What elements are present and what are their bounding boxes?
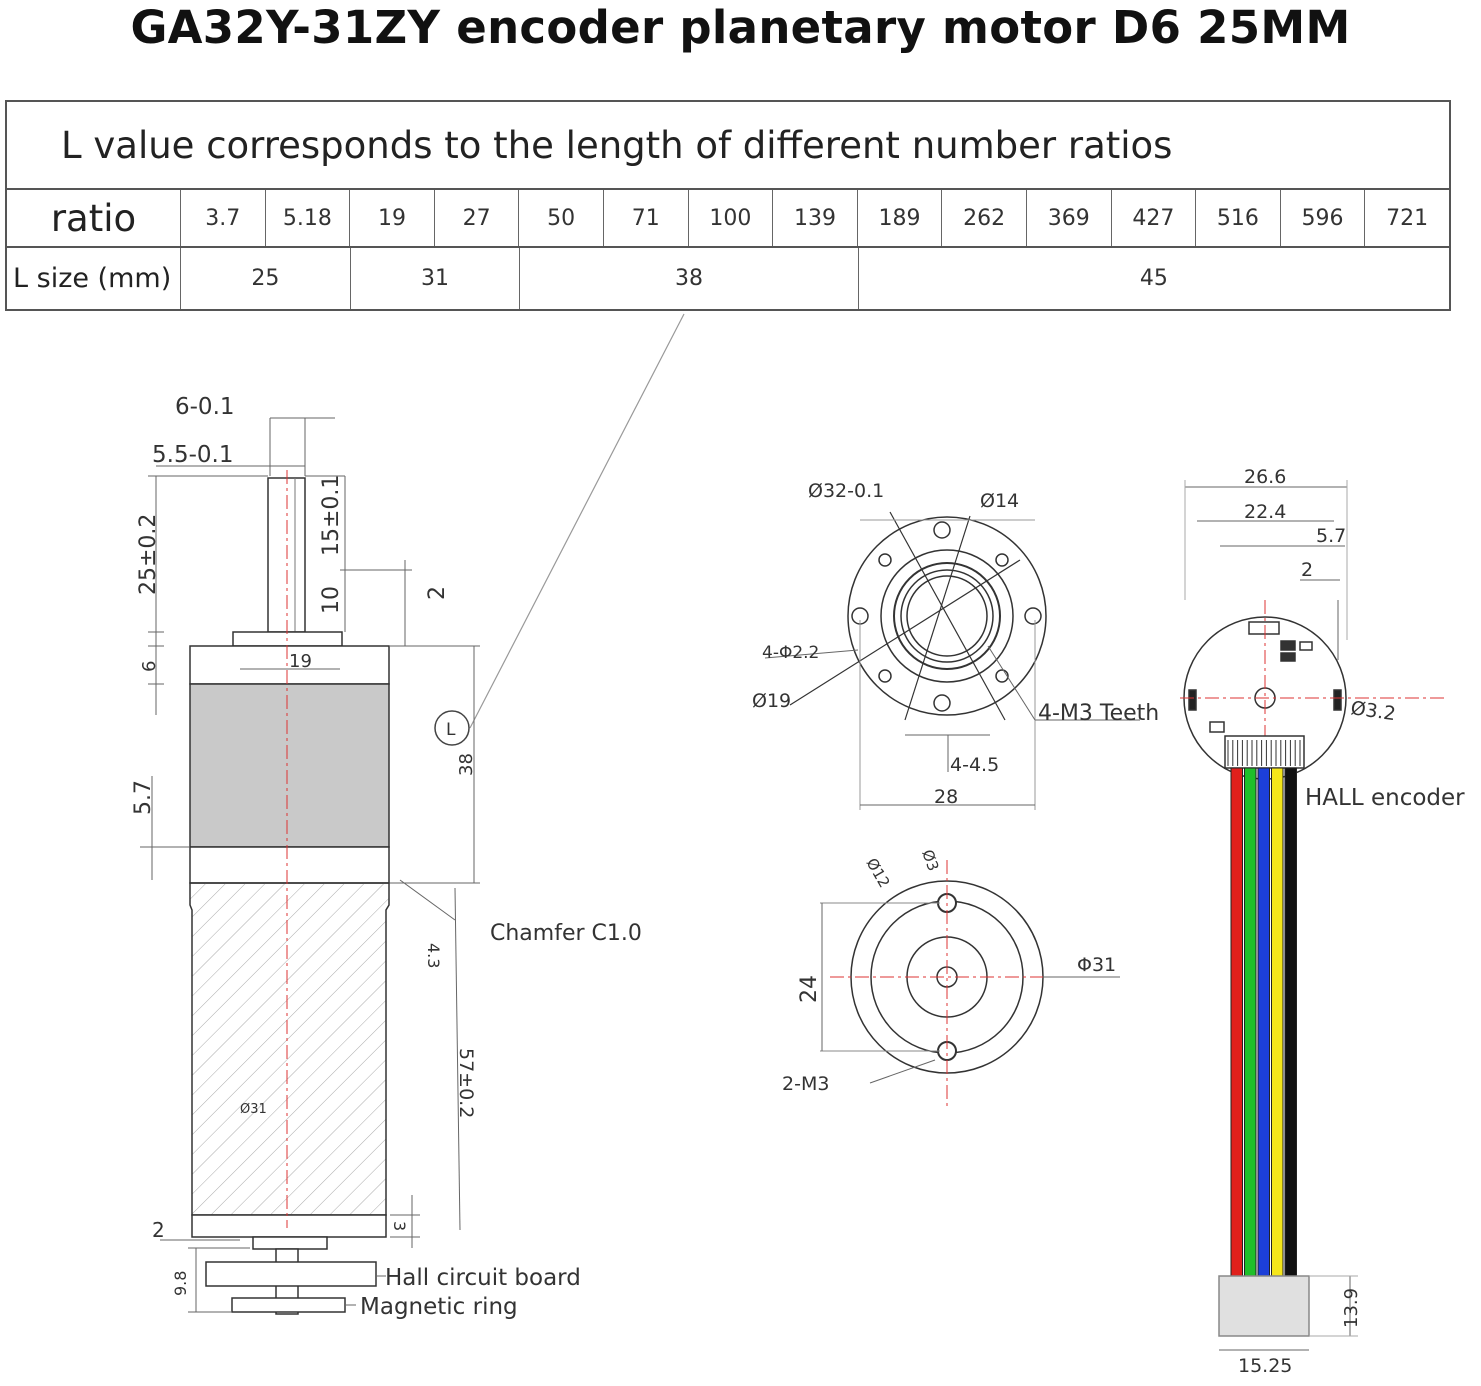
ratio-cell: 262 — [942, 190, 1027, 246]
encoder-wire — [1284, 767, 1297, 1277]
holes-label: 4-Φ2.2 — [762, 643, 819, 663]
dim-31-label: Ø31 — [240, 1102, 267, 1117]
ratio-cell: 50 — [519, 190, 604, 246]
table-caption: L value corresponds to the length of dif… — [7, 102, 1449, 190]
dim-9-8-label: 9.8 — [171, 1271, 190, 1296]
front-view-labels: Ø32-0.1 Ø14 4-Φ2.2 Ø19 4-M3 Teeth 4-4.5 … — [752, 480, 1159, 808]
d3-2-label: Ø3.2 — [1349, 697, 1397, 725]
dim-25-label: 25±0.2 — [136, 514, 161, 595]
dim-13-9-label: 13.9 — [1341, 1288, 1362, 1328]
l-marker-circle — [434, 710, 470, 746]
encoder-view-labels: 26.6 22.4 5.7 2 Ø3.2 HALL encoder 13.9 1… — [1238, 466, 1465, 1377]
d19-label: Ø19 — [752, 690, 791, 712]
size-cell: 45 — [1139, 266, 1168, 291]
dim-2-bottom-label: 2 — [152, 1218, 165, 1242]
d3-label: Ø3 — [918, 847, 942, 873]
side-view — [189, 470, 390, 1315]
size-cell: 31 — [351, 248, 521, 309]
dim-3-label: 3 — [390, 1221, 409, 1231]
chamfer-label: Chamfer C1.0 — [490, 921, 642, 946]
teeth-label: 4-M3 Teeth — [1038, 701, 1159, 726]
size-cell: 25 — [181, 248, 351, 309]
magnetic-ring-label: Magnetic ring — [360, 1294, 518, 1320]
dim-4-5-label: 4-4.5 — [950, 754, 999, 776]
dim-2-top-label: 2 — [425, 586, 450, 600]
ratio-cell: 5.18 — [266, 190, 351, 246]
size-header: L size (mm) — [7, 248, 181, 309]
ratio-cell: 27 — [435, 190, 520, 246]
hall-board-label: Hall circuit board — [385, 1265, 581, 1291]
l-marker-label: L — [446, 720, 456, 740]
front-view — [764, 511, 1140, 810]
ratio-length-table: L value corresponds to the length of dif… — [5, 100, 1451, 311]
encoder-wire — [1230, 767, 1243, 1277]
encoder-wire — [1244, 767, 1257, 1277]
encoder-wire — [1271, 767, 1284, 1277]
dim-15-25-label: 15.25 — [1238, 1355, 1292, 1377]
dim-2-encoder-label: 2 — [1301, 559, 1313, 581]
dim-5-5-label: 5.5-0.1 — [152, 442, 233, 468]
side-view-labels: 6-0.1 5.5-0.1 25±0.2 15±0.1 10 2 6 19 L … — [131, 394, 642, 1320]
dim-24-label: 24 — [797, 975, 822, 1003]
dim-57-label: 57±0.2 — [455, 1048, 477, 1118]
ratio-cell: 100 — [689, 190, 774, 246]
ratio-cell: 139 — [773, 190, 858, 246]
page-title: GA32Y-31ZY encoder planetary motor D6 25… — [130, 1, 1351, 54]
ratio-cell: 71 — [604, 190, 689, 246]
dim-4-3-label: 4.3 — [424, 943, 443, 968]
ratio-cell: 189 — [858, 190, 943, 246]
dim-6-left-label: 6 — [139, 661, 160, 672]
ratio-cell: 369 — [1027, 190, 1112, 246]
ratio-cell: 596 — [1281, 190, 1366, 246]
dim-6-label: 6-0.1 — [175, 394, 235, 420]
ratio-cell: 3.7 — [181, 190, 266, 246]
dim-5-7-encoder-label: 5.7 — [1316, 525, 1346, 547]
d12-label: Ø12 — [863, 855, 894, 891]
m3-label: 2-M3 — [782, 1073, 829, 1095]
ratio-cell: 19 — [350, 190, 435, 246]
dim-10-label: 10 — [319, 586, 344, 614]
dim-28-label: 28 — [934, 786, 958, 808]
size-cell: 38 — [520, 248, 859, 309]
dim-22-4-label: 22.4 — [1244, 501, 1286, 523]
d14-label: Ø14 — [980, 490, 1019, 512]
ratio-cell: 516 — [1196, 190, 1281, 246]
dim-5-7-label: 5.7 — [131, 780, 156, 815]
encoder-view — [1180, 480, 1445, 1351]
d31-label: Φ31 — [1077, 954, 1116, 976]
d32-label: Ø32-0.1 — [808, 480, 884, 502]
rear-view — [820, 860, 1120, 1110]
encoder-wire — [1257, 767, 1270, 1277]
dim-19-label: 19 — [289, 651, 312, 672]
ratio-header: ratio — [7, 190, 181, 246]
hall-encoder-label: HALL encoder — [1305, 785, 1465, 811]
dim-15-label: 15±0.1 — [319, 475, 344, 556]
side-view-dimensions — [140, 417, 480, 1313]
ratio-cell: 721 — [1386, 205, 1429, 231]
dim-38-label: 38 — [456, 753, 477, 776]
ratio-cell: 427 — [1112, 190, 1197, 246]
dim-26-6-label: 26.6 — [1244, 466, 1286, 488]
encoder-wires — [1230, 767, 1297, 1277]
l-leader-line — [469, 313, 685, 729]
